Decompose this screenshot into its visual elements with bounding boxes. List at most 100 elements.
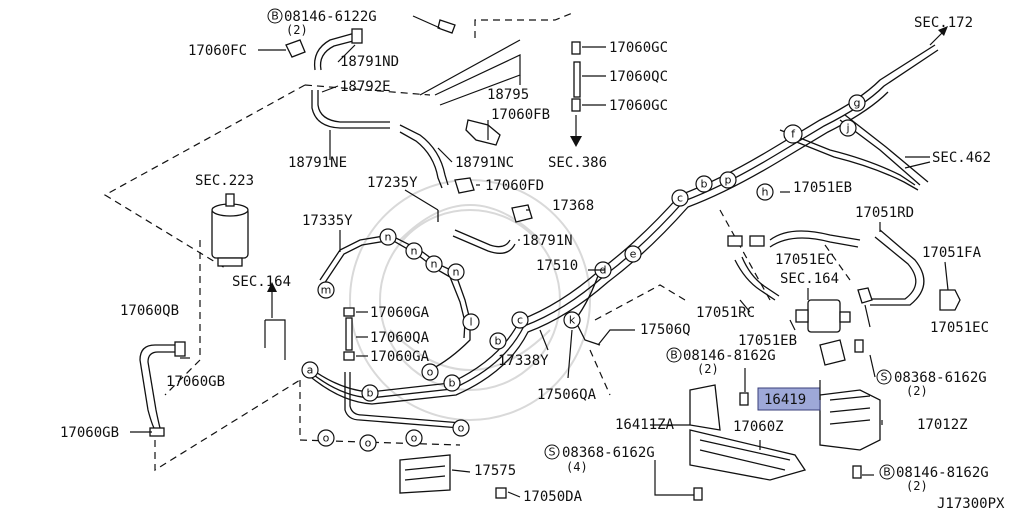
label-17060qc: 17060QC	[609, 69, 668, 85]
label-17060gc-2: 17060GC	[609, 98, 668, 114]
svg-text:l: l	[469, 316, 472, 329]
svg-text:o: o	[365, 437, 372, 450]
callout-o-2: o	[317, 429, 335, 447]
svg-text:B: B	[670, 349, 678, 362]
bolt-symbol-1: B	[267, 8, 283, 24]
label-17051eb-2: 17051EB	[738, 333, 797, 349]
svg-text:m: m	[321, 284, 332, 297]
svg-text:n: n	[411, 245, 418, 258]
svg-text:S: S	[549, 446, 556, 459]
label-18791nc: 18791NC	[455, 155, 514, 171]
label-18791nd: 18791ND	[340, 54, 399, 70]
svg-text:p: p	[725, 174, 732, 187]
label-qty-2-a: (2)	[286, 23, 308, 37]
svg-text:j: j	[845, 122, 849, 135]
label-17506q: 17506Q	[640, 322, 691, 338]
label-17060gb-2: 17060GB	[60, 425, 119, 441]
bolt-symbol-3: B	[879, 464, 895, 480]
callout-m-1: m	[317, 281, 335, 299]
label-sec-164-a: SEC.164	[780, 271, 839, 287]
callout-o-1: o	[421, 363, 439, 381]
label-08146-8162g-a: 08146-8162G	[683, 348, 776, 364]
callout-e-1: e	[624, 245, 642, 263]
callout-g-1: g	[848, 94, 866, 112]
callout-o-5: o	[452, 419, 470, 437]
watermark-emblem	[349, 179, 591, 421]
callout-l-1: l	[462, 313, 480, 331]
callout-c-2: c	[671, 189, 689, 207]
label-17510: 17510	[536, 258, 578, 274]
callout-b-2: b	[443, 374, 461, 392]
screw-symbol-1: S	[876, 369, 892, 385]
leader-lines	[130, 15, 949, 498]
svg-text:f: f	[791, 128, 796, 141]
left-hose-17060qb	[139, 341, 186, 437]
svg-text:e: e	[630, 248, 637, 261]
label-sec-172: SEC.172	[914, 15, 973, 31]
label-18795: 18795	[487, 87, 529, 103]
label-18791n: 18791N	[522, 233, 573, 249]
drawing-number: J17300PX	[937, 496, 1005, 510]
label-17050da: 17050DA	[523, 489, 583, 505]
svg-text:h: h	[762, 186, 769, 199]
svg-text:b: b	[701, 178, 708, 191]
label-17060qa: 17060QA	[370, 330, 430, 346]
callout-p-1: p	[719, 171, 737, 189]
label-17060ga-2: 17060GA	[370, 349, 430, 365]
label-16419[interactable]: 16419	[764, 392, 806, 408]
label-sec-386: SEC.386	[548, 155, 607, 171]
label-qty-2-d: (2)	[906, 479, 928, 493]
svg-text:n: n	[385, 231, 392, 244]
svg-text:c: c	[517, 314, 523, 327]
svg-text:n: n	[431, 258, 438, 271]
evap-vapor-line-inner	[323, 239, 466, 339]
callout-o-4: o	[405, 429, 423, 447]
callout-b-1: b	[361, 384, 379, 402]
label-qty-2-b: (2)	[697, 362, 719, 376]
svg-text:o: o	[411, 432, 418, 445]
callout-f-1: f	[783, 124, 803, 144]
label-17060fd: 17060FD	[485, 178, 544, 194]
svg-text:o: o	[323, 432, 330, 445]
svg-text:o: o	[458, 422, 465, 435]
label-qty-2-c: (2)	[906, 384, 928, 398]
svg-text:g: g	[854, 97, 861, 110]
left-center-fittings	[264, 282, 355, 361]
label-17060qb: 17060QB	[120, 303, 179, 319]
callout-b-3: b	[489, 332, 507, 350]
label-08146-8162g-b: 08146-8162G	[896, 465, 989, 481]
callout-b-4: b	[695, 175, 713, 193]
label-08368-6162g-a: 08368-6162G	[894, 370, 987, 386]
svg-text:S: S	[881, 371, 888, 384]
label-17051ec-2: 17051EC	[930, 320, 989, 336]
callout-j-1: j	[839, 119, 857, 137]
svg-text:c: c	[677, 192, 683, 205]
callout-n-1: n	[379, 228, 397, 246]
label-17235y: 17235Y	[367, 175, 418, 191]
label-17335y: 17335Y	[302, 213, 353, 229]
svg-text:n: n	[453, 266, 460, 279]
evap-canister	[211, 193, 249, 267]
callout-n-4: n	[447, 263, 465, 281]
label-17051ec-1: 17051EC	[775, 252, 834, 268]
svg-text:k: k	[569, 314, 576, 327]
bolt-symbol-2: B	[666, 347, 682, 363]
svg-text:b: b	[367, 387, 374, 400]
svg-text:B: B	[883, 466, 891, 479]
label-17060z: 17060Z	[733, 419, 784, 435]
callout-o-3: o	[359, 434, 377, 452]
part-number-labels: B 08146-6122G (2) 17060FC 18791ND 18792E…	[60, 8, 1005, 510]
label-17060fc: 17060FC	[188, 43, 247, 59]
label-18792e: 18792E	[340, 79, 391, 95]
label-sec-164-b: SEC.164	[232, 274, 291, 290]
svg-text:o: o	[427, 366, 434, 379]
label-17060ga-1: 17060GA	[370, 305, 430, 321]
label-17368: 17368	[552, 198, 594, 214]
right-hose-and-filter	[727, 229, 961, 333]
label-17051fa: 17051FA	[922, 245, 982, 261]
callout-n-3: n	[425, 255, 443, 273]
callout-h-1: h	[756, 183, 774, 201]
svg-text:B: B	[271, 10, 279, 23]
bottom-right-brackets	[689, 339, 881, 501]
